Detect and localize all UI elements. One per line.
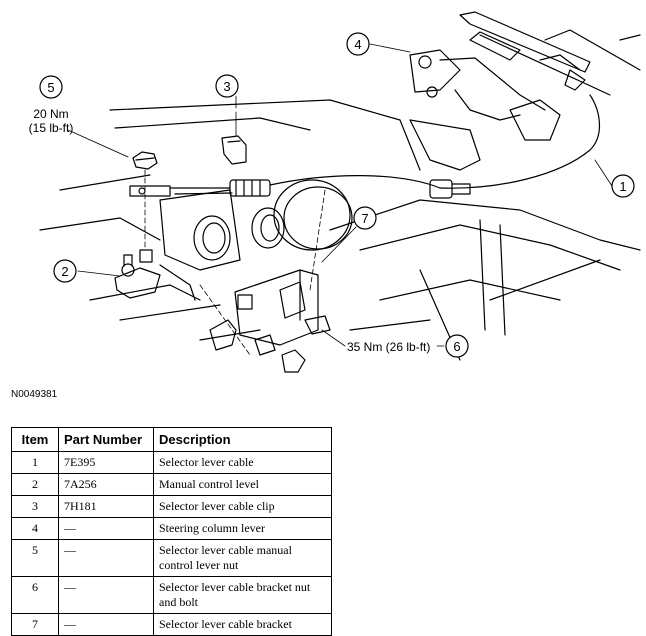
parts-table: Item Part Number Description 1 7E395 Sel… bbox=[11, 427, 332, 636]
cell-item: 4 bbox=[11, 517, 59, 540]
cell-item: 6 bbox=[11, 576, 59, 614]
callout-4: 4 bbox=[346, 32, 370, 56]
cell-part-number: 7H181 bbox=[58, 495, 154, 518]
table-row: 6 — Selector lever cable bracket nut and… bbox=[11, 576, 332, 614]
figure-id: N0049381 bbox=[11, 389, 58, 400]
svg-text:5: 5 bbox=[47, 80, 54, 95]
callout-6-torque: 35 Nm (26 lb-ft) bbox=[347, 340, 430, 354]
cable-seal-rings bbox=[193, 179, 353, 261]
header-item: Item bbox=[11, 427, 59, 452]
cell-part-number: — bbox=[58, 517, 154, 540]
svg-text:2: 2 bbox=[61, 264, 68, 279]
cell-description: Selector lever cable bracket bbox=[153, 613, 332, 636]
table-row: 5 — Selector lever cable manual control … bbox=[11, 539, 332, 577]
callout-2: 2 bbox=[53, 259, 77, 283]
cell-item: 5 bbox=[11, 539, 59, 577]
cell-part-number: 7E395 bbox=[58, 451, 154, 474]
callout-5-torque-lbft: (15 lb-ft) bbox=[29, 121, 74, 135]
selector-lever-cable-bracket bbox=[209, 269, 331, 373]
table-row: 3 7H181 Selector lever cable clip bbox=[11, 495, 332, 518]
table-row: 2 7A256 Manual control level bbox=[11, 473, 332, 496]
callout-5-torque-nm: 20 Nm bbox=[33, 107, 68, 121]
svg-text:4: 4 bbox=[354, 37, 361, 52]
cell-description: Selector lever cable bbox=[153, 451, 332, 474]
svg-text:1: 1 bbox=[619, 179, 626, 194]
selector-lever-cable bbox=[129, 94, 601, 199]
table-row: 4 — Steering column lever bbox=[11, 517, 332, 540]
cell-part-number: — bbox=[58, 576, 154, 614]
callout-7: 7 bbox=[353, 206, 377, 230]
steering-column-lever bbox=[409, 11, 641, 171]
svg-text:7: 7 bbox=[361, 211, 368, 226]
callout-1: 1 bbox=[611, 174, 635, 198]
cell-item: 7 bbox=[11, 613, 59, 636]
cell-part-number: — bbox=[58, 539, 154, 577]
table-header-row: Item Part Number Description bbox=[11, 427, 332, 452]
cell-item: 2 bbox=[11, 473, 59, 496]
exploded-parts-diagram: 1 2 3 4 5 20 Nm (15 lb-ft) 6 35 Nm (26 l… bbox=[29, 11, 641, 373]
table-row: 1 7E395 Selector lever cable bbox=[11, 451, 332, 474]
manual-control-level bbox=[114, 249, 196, 301]
cell-item: 1 bbox=[11, 451, 59, 474]
manual-control-lever-nut bbox=[132, 151, 158, 170]
svg-text:3: 3 bbox=[223, 79, 230, 94]
svg-text:6: 6 bbox=[453, 339, 460, 354]
cell-part-number: 7A256 bbox=[58, 473, 154, 496]
cell-description: Steering column lever bbox=[153, 517, 332, 540]
callout-3: 3 bbox=[215, 74, 239, 98]
cell-item: 3 bbox=[11, 495, 59, 518]
table-row: 7 — Selector lever cable bracket bbox=[11, 613, 332, 636]
callout-6: 6 bbox=[445, 334, 469, 358]
header-description: Description bbox=[153, 427, 332, 452]
cell-description: Manual control level bbox=[153, 473, 332, 496]
selector-lever-cable-clip bbox=[221, 135, 247, 165]
cell-description: Selector lever cable clip bbox=[153, 495, 332, 518]
callout-5: 5 bbox=[39, 75, 63, 99]
cell-description: Selector lever cable manual control leve… bbox=[153, 539, 332, 577]
cell-description: Selector lever cable bracket nut and bol… bbox=[153, 576, 332, 614]
header-part-number: Part Number bbox=[58, 427, 154, 452]
cell-part-number: — bbox=[58, 613, 154, 636]
